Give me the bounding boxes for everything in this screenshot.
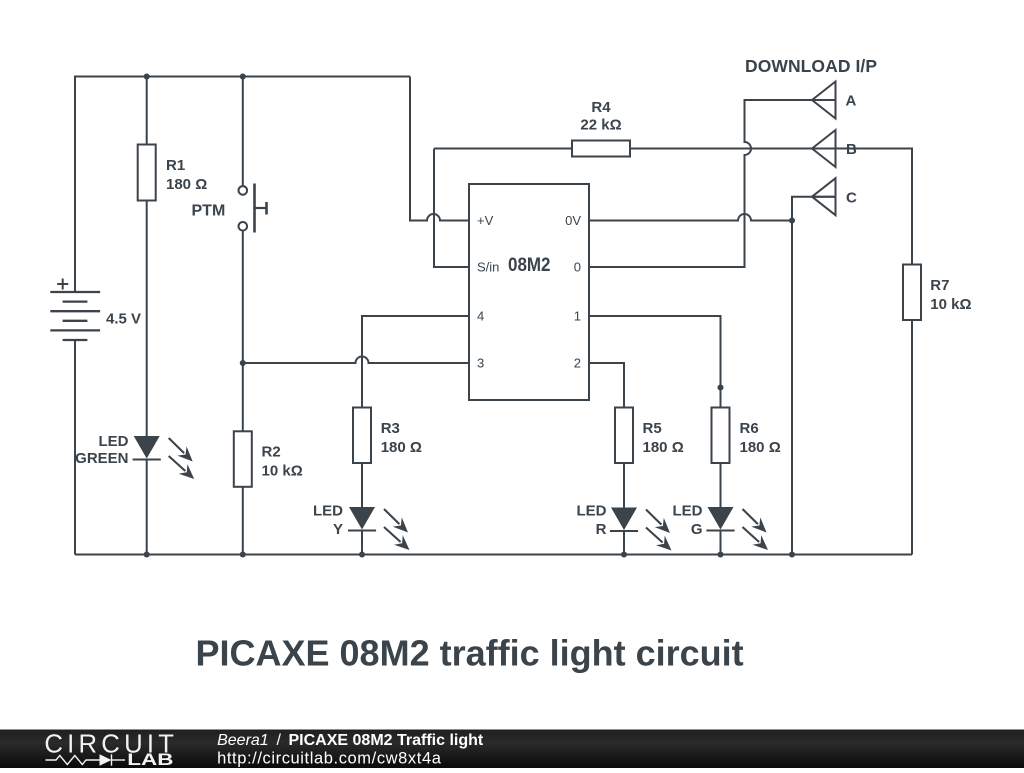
svg-text:G: G bbox=[691, 521, 703, 538]
svg-text:10 kΩ: 10 kΩ bbox=[262, 463, 303, 480]
svg-text:180 Ω: 180 Ω bbox=[643, 439, 684, 456]
svg-text:R1: R1 bbox=[166, 157, 185, 174]
svg-text:R6: R6 bbox=[740, 420, 759, 437]
svg-text:22 kΩ: 22 kΩ bbox=[580, 117, 621, 134]
svg-text:R: R bbox=[596, 521, 607, 538]
svg-text:+V: +V bbox=[477, 213, 494, 228]
svg-text:LED: LED bbox=[99, 433, 129, 450]
svg-text:/: / bbox=[277, 732, 282, 749]
svg-text:LED: LED bbox=[313, 503, 343, 520]
svg-text:180 Ω: 180 Ω bbox=[166, 176, 207, 193]
svg-text:LED: LED bbox=[577, 503, 607, 520]
svg-text:3: 3 bbox=[477, 356, 484, 371]
svg-text:2: 2 bbox=[574, 356, 581, 371]
svg-text:1: 1 bbox=[574, 309, 581, 324]
svg-text:08M2: 08M2 bbox=[508, 255, 551, 276]
svg-text:R4: R4 bbox=[591, 99, 611, 116]
svg-text:C: C bbox=[846, 189, 857, 206]
svg-text:PICAXE 08M2 Traffic light: PICAXE 08M2 Traffic light bbox=[289, 732, 484, 749]
svg-text:S/in: S/in bbox=[477, 260, 499, 275]
svg-text:R7: R7 bbox=[930, 277, 949, 294]
svg-text:R3: R3 bbox=[381, 420, 400, 437]
svg-text:180 Ω: 180 Ω bbox=[381, 439, 422, 456]
svg-text:10 kΩ: 10 kΩ bbox=[930, 296, 971, 313]
svg-text:PTM: PTM bbox=[192, 202, 226, 219]
svg-text:B: B bbox=[846, 141, 857, 158]
svg-text:Beera1: Beera1 bbox=[217, 732, 269, 749]
svg-text:LED: LED bbox=[673, 503, 703, 520]
svg-text:DOWNLOAD I/P: DOWNLOAD I/P bbox=[745, 56, 877, 76]
svg-text:A: A bbox=[846, 93, 857, 110]
svg-text:R5: R5 bbox=[643, 420, 662, 437]
svg-text:0: 0 bbox=[574, 260, 581, 275]
svg-text:LAB: LAB bbox=[127, 751, 173, 768]
svg-text:GREEN: GREEN bbox=[75, 450, 128, 467]
svg-text:4.5 V: 4.5 V bbox=[106, 311, 141, 328]
svg-text:180 Ω: 180 Ω bbox=[740, 439, 781, 456]
svg-text:http://circuitlab.com/cw8xt4a: http://circuitlab.com/cw8xt4a bbox=[217, 749, 442, 767]
svg-text:0V: 0V bbox=[565, 213, 581, 228]
svg-text:Y: Y bbox=[333, 521, 343, 538]
svg-text:4: 4 bbox=[477, 309, 484, 324]
svg-text:R2: R2 bbox=[262, 444, 281, 461]
svg-text:PICAXE 08M2 traffic light circ: PICAXE 08M2 traffic light circuit bbox=[196, 633, 744, 674]
